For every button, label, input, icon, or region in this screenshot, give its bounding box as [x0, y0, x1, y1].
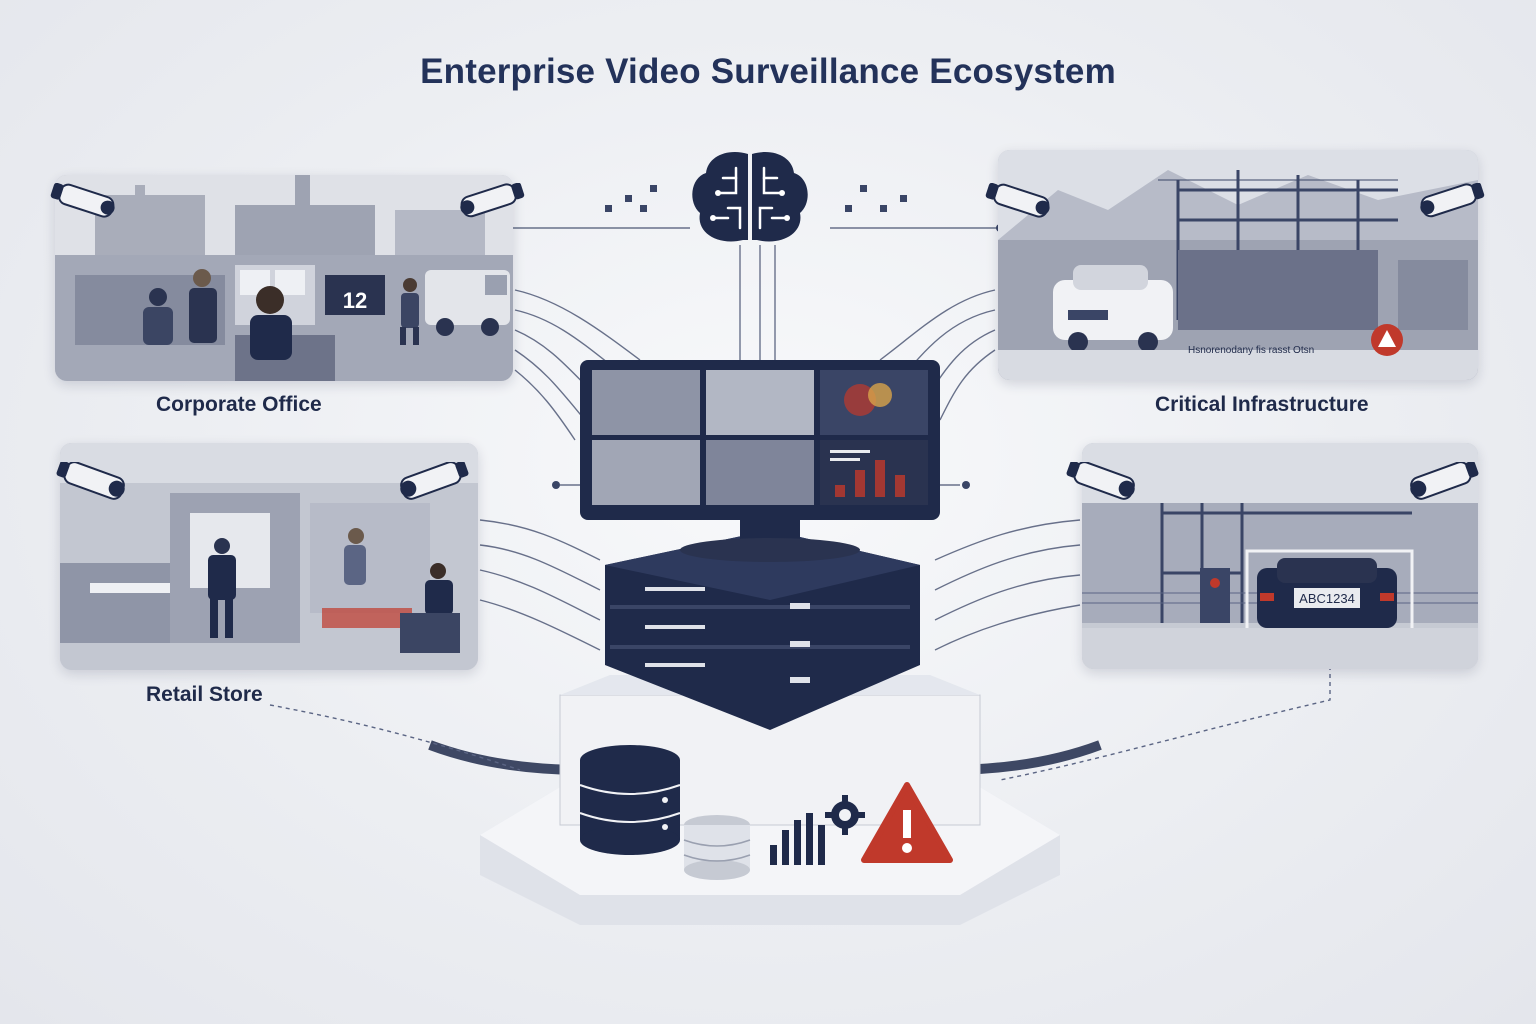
warning-triangle-icon [861, 782, 953, 863]
label-corporate-office: Corporate Office [156, 393, 322, 416]
central-hub [480, 360, 1060, 925]
camera-icon [985, 183, 1050, 218]
label-retail-store: Retail Store [146, 683, 263, 706]
scene-retail-store [60, 443, 478, 670]
camera-icon [400, 462, 469, 500]
brain-icon [692, 152, 808, 242]
office-sign-number: 12 [343, 288, 367, 313]
infra-caption: Hsnorenodany fis rasst Otsn [1188, 345, 1314, 356]
camera-icon [1410, 462, 1479, 500]
label-critical-infrastructure: Critical Infrastructure [1155, 393, 1369, 416]
scene-critical-infrastructure: Hsnorenodany fis rasst Otsn [998, 150, 1478, 380]
camera-icon [56, 462, 125, 500]
page-title: Enterprise Video Surveillance Ecosystem [420, 52, 1116, 91]
camera-icon [460, 183, 525, 218]
bar-chart-icon [770, 813, 825, 865]
license-plate: ABC1234 [1299, 591, 1355, 606]
camera-icon [1066, 462, 1135, 500]
warning-triangle-icon [1378, 330, 1396, 347]
scene-corporate-office: 12 [55, 175, 513, 381]
database-icon [579, 745, 681, 855]
camera-icon [1420, 183, 1485, 218]
gear-icon [825, 795, 865, 835]
camera-icon [50, 183, 115, 218]
